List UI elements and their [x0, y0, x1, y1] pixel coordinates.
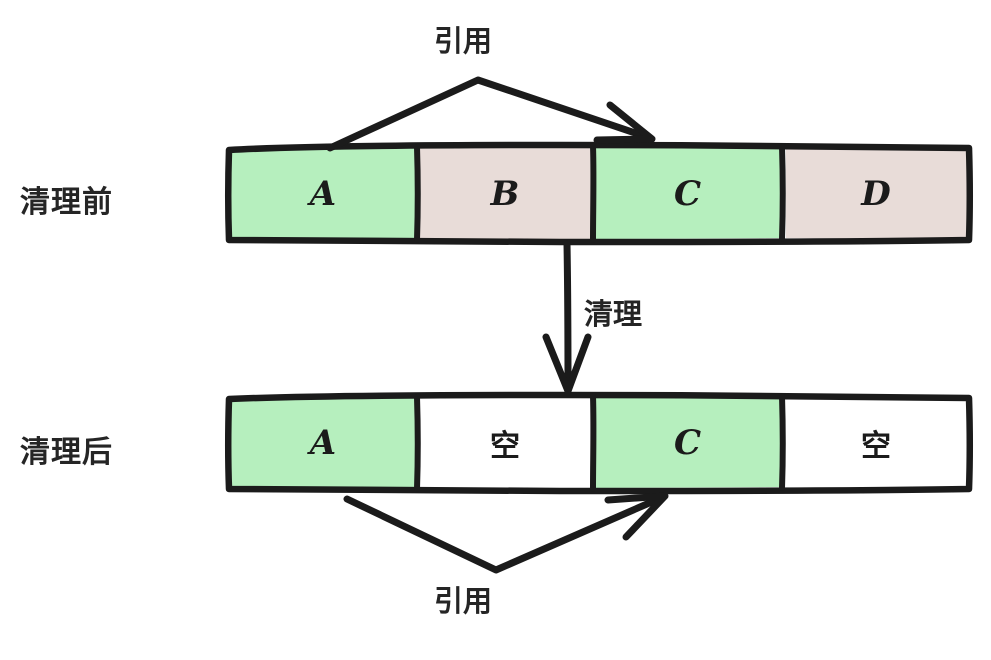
row-before-divider-1	[414, 144, 421, 243]
row-before-divider-3	[779, 143, 786, 242]
cell-after-1-fill	[420, 397, 591, 488]
cell-before-3-fill	[786, 147, 968, 239]
cell-before-0-fill	[231, 147, 417, 239]
row-after-divider-3	[779, 393, 786, 491]
row-before-cells	[225, 141, 973, 246]
cell-after-3-fill	[786, 397, 968, 488]
row-after-divider-1	[414, 394, 421, 492]
row-label-after: 清理后	[20, 435, 113, 470]
row-after-frame	[225, 391, 973, 495]
bottom-reference-arrow	[343, 492, 669, 574]
cell-before-1-fill	[420, 147, 591, 239]
cell-after-2-fill	[596, 396, 781, 488]
row-label-before: 清理前	[20, 185, 113, 220]
cleanup-arrow-label: 清理	[584, 297, 643, 331]
cell-before-2-fill	[596, 146, 781, 239]
row-before-frame	[225, 141, 973, 246]
top-arrow-label: 引用	[434, 24, 493, 58]
cell-after-0-fill	[231, 397, 417, 488]
top-reference-arrow	[326, 76, 656, 152]
row-after-cells	[225, 391, 973, 495]
cleanup-down-arrow	[542, 240, 592, 395]
bottom-arrow-label: 引用	[434, 584, 493, 618]
